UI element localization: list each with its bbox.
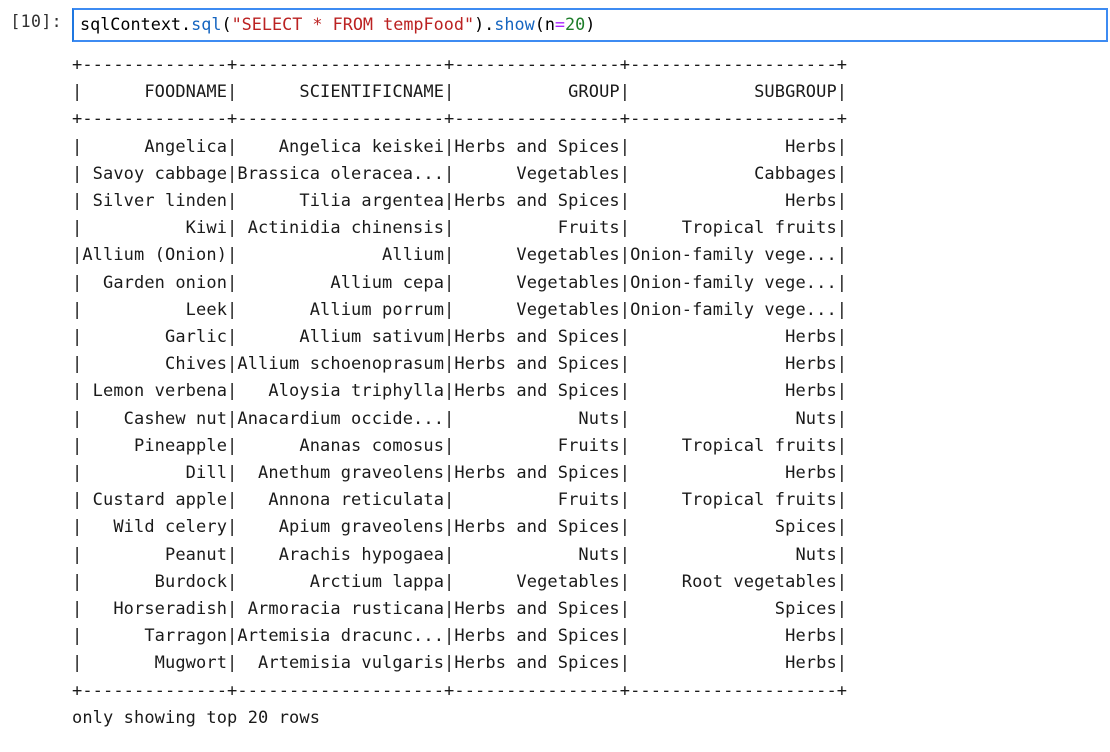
code-token-5: ) (474, 14, 485, 34)
code-cell: [10]: sqlContext.sql("SELECT * FROM temp… (0, 0, 1110, 42)
input-prompt-label: [10]: (10, 12, 62, 31)
code-token-10: = (554, 14, 566, 34)
code-token-0: sqlContext (80, 14, 182, 34)
code-token-8: ( (534, 14, 545, 34)
code-token-12: ) (585, 14, 596, 34)
code-token-3: ( (221, 14, 232, 34)
code-token-1: . (181, 14, 192, 34)
code-token-9: n (544, 14, 555, 34)
stdout-output-area: +--------------+--------------------+---… (72, 42, 1110, 732)
code-token-6: . (484, 14, 495, 34)
cell-output: +--------------+--------------------+---… (0, 42, 1110, 732)
code-input-editor[interactable]: sqlContext.sql("SELECT * FROM tempFood")… (72, 8, 1108, 42)
code-token-4: "SELECT * FROM tempFood" (231, 14, 475, 34)
notebook-cell-container: [10]: sqlContext.sql("SELECT * FROM temp… (0, 0, 1110, 732)
spark-show-table: +--------------+--------------------+---… (72, 55, 848, 728)
code-token-2: sql (191, 14, 222, 34)
code-token-7: show (494, 14, 535, 34)
code-token-11: 20 (565, 14, 586, 34)
code-source-line[interactable]: sqlContext.sql("SELECT * FROM tempFood")… (80, 12, 1106, 37)
